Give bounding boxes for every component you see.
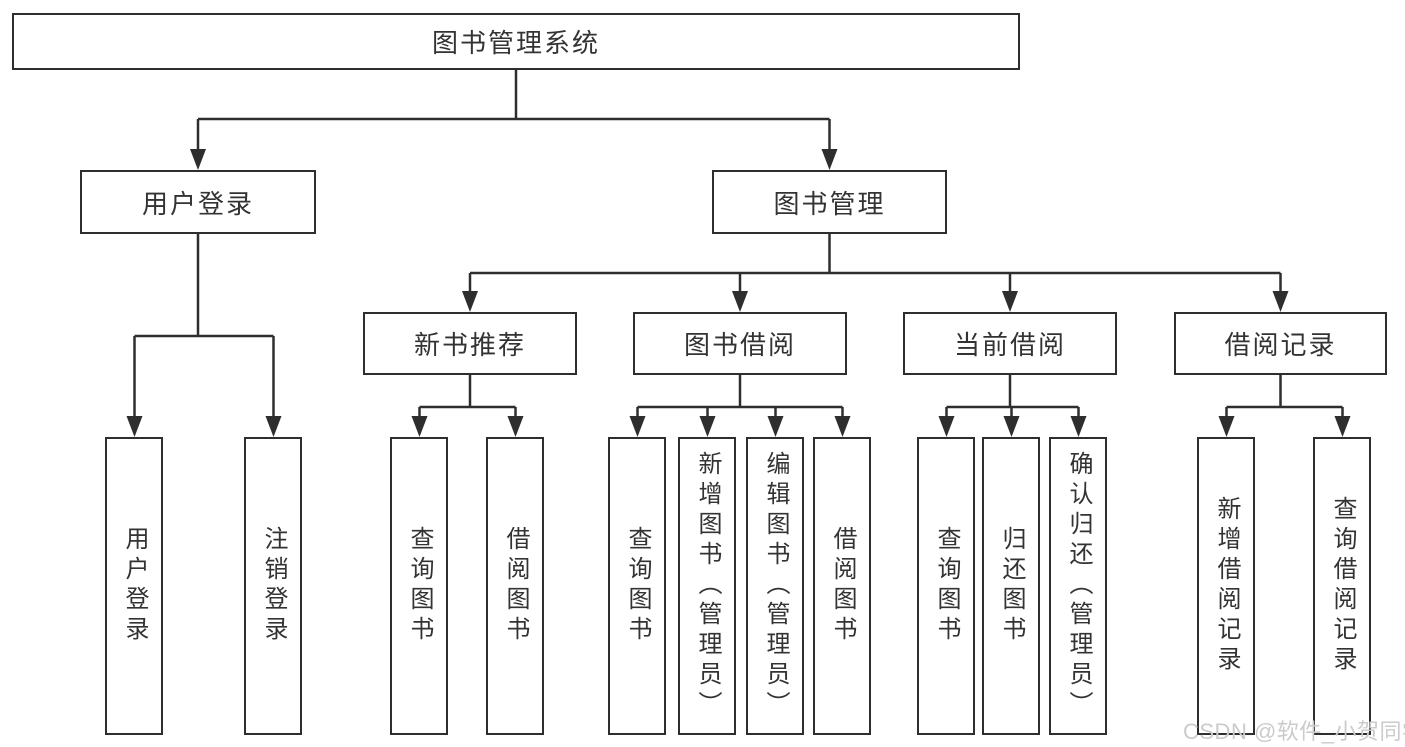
leaf-logout: 注销登录 xyxy=(244,437,302,735)
node-current-borrowing: 当前借阅 xyxy=(903,312,1117,375)
node-library-management-system: 图书管理系统 xyxy=(12,13,1020,70)
leaf-borrowing-borrow-books: 借阅图书 xyxy=(813,437,871,735)
leaf-current-query-books: 查询图书 xyxy=(917,437,975,735)
node-book-management: 图书管理 xyxy=(712,170,947,234)
leaf-borrowing-edit-books-admin: 编辑图书（管理员） xyxy=(746,437,804,735)
node-borrowing-records: 借阅记录 xyxy=(1174,312,1387,375)
leaf-current-confirm-return-admin: 确认归还（管理员） xyxy=(1049,437,1107,735)
leaf-recommend-query-books: 查询图书 xyxy=(390,437,448,735)
leaf-borrowing-add-books-admin: 新增图书（管理员） xyxy=(678,437,736,735)
csdn-watermark: CSDN @软件_小贺同学 xyxy=(1183,719,1405,744)
node-new-book-recommendation: 新书推荐 xyxy=(363,312,577,375)
leaf-borrowing-query-books: 查询图书 xyxy=(608,437,666,735)
leaf-recommend-borrow-books: 借阅图书 xyxy=(486,437,544,735)
leaf-records-add-record: 新增借阅记录 xyxy=(1197,437,1255,735)
node-book-borrowing: 图书借阅 xyxy=(633,312,847,375)
leaf-current-return-books: 归还图书 xyxy=(982,437,1040,735)
node-user-login: 用户登录 xyxy=(80,170,316,234)
leaf-records-query-record: 查询借阅记录 xyxy=(1313,437,1371,735)
leaf-user-login: 用户登录 xyxy=(105,437,163,735)
